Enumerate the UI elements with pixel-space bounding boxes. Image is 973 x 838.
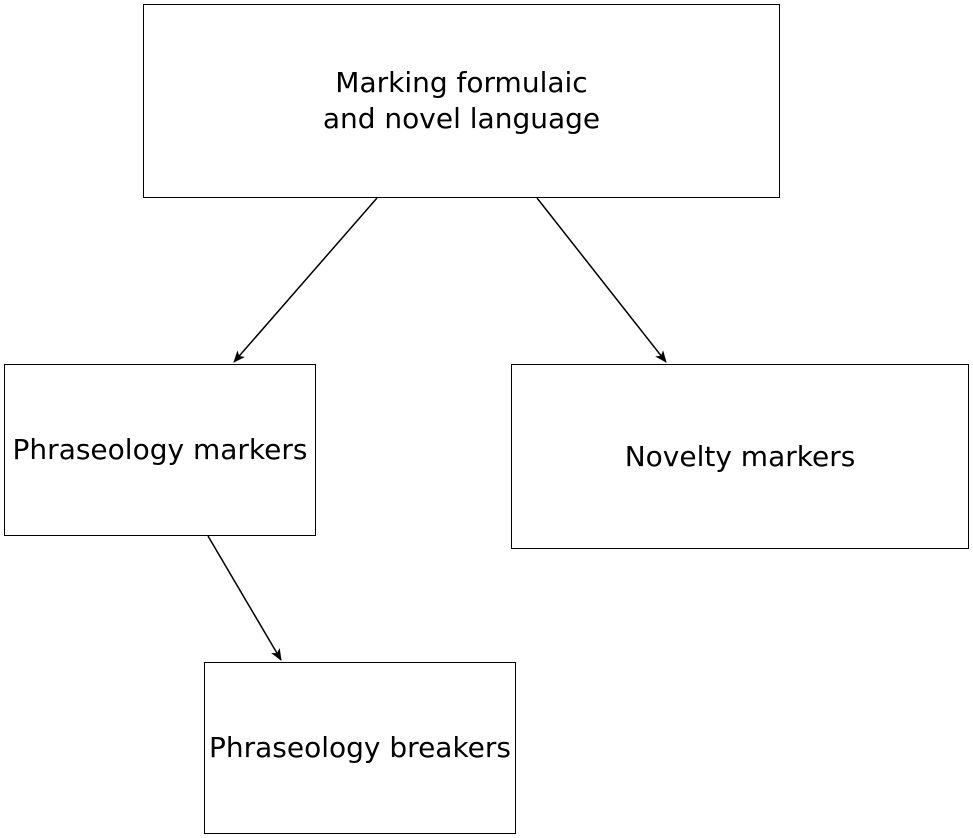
edge-phraseology-markers-to-breakers (207, 535, 282, 661)
node-phraseology-breakers: Phraseology breakers (204, 662, 516, 834)
node-label-phraseology-markers: Phraseology markers (12, 433, 308, 466)
edge-root-to-novelty-markers (536, 197, 667, 363)
node-marking-formulaic-and-novel-language: Marking formulaic and novel language (143, 4, 780, 198)
node-label-root: Marking formulaic and novel language (322, 66, 601, 135)
node-label-phraseology-breakers: Phraseology breakers (209, 731, 511, 764)
edge-root-to-phraseology-markers (233, 197, 378, 363)
node-label-novelty-markers: Novelty markers (624, 439, 856, 473)
node-phraseology-markers: Phraseology markers (4, 364, 316, 536)
node-novelty-markers: Novelty markers (511, 364, 969, 549)
